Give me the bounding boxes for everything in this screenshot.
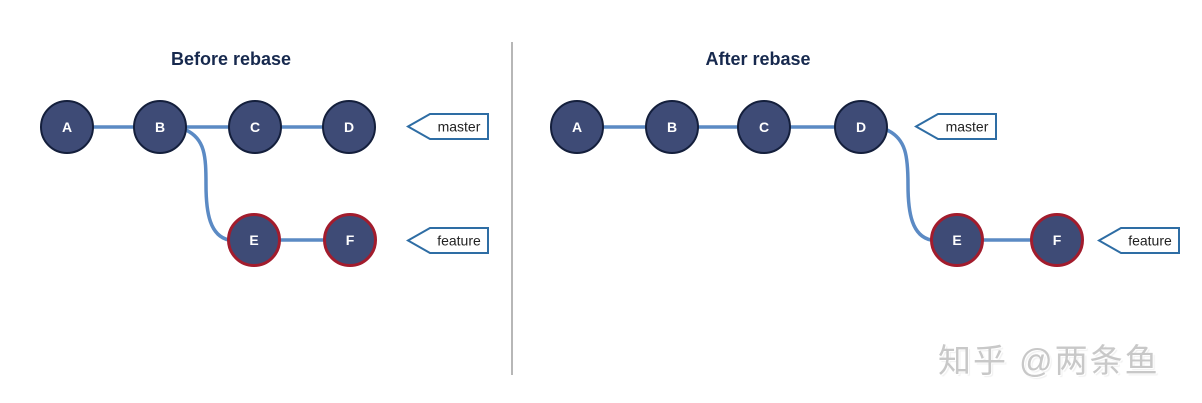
master-tag-label-after: master [946, 119, 989, 135]
commit-label-a-before: A [61, 119, 73, 135]
master-tag-label-before: master [438, 119, 481, 135]
commit-label-a-after: A [571, 119, 583, 135]
commit-node-f-before: F [323, 213, 377, 267]
commit-node-e-before: E [227, 213, 281, 267]
feature-tag-label-after: feature [1128, 233, 1172, 249]
commit-node-a-before: A [40, 100, 94, 154]
tag-arrow-shape [914, 113, 997, 140]
commit-node-b-before: B [133, 100, 187, 154]
commit-label-d-before: D [343, 119, 355, 135]
commit-node-f-after: F [1030, 213, 1084, 267]
tag-arrow-shape [406, 113, 489, 140]
before-rebase-title: Before rebase [170, 49, 292, 69]
tag-arrow-shape [406, 227, 489, 254]
commit-node-d-after: D [834, 100, 888, 154]
commit-node-b-after: B [645, 100, 699, 154]
commit-label-c-after: C [758, 119, 770, 135]
zhihu-watermark: 知乎 @两条鱼 [938, 342, 1160, 379]
commit-node-e-after: E [930, 213, 984, 267]
after-rebase-title: After rebase [705, 49, 811, 69]
commit-label-b-after: B [666, 119, 678, 135]
commit-label-d-after: D [855, 119, 867, 135]
commit-node-c-after: C [737, 100, 791, 154]
commit-label-c-before: C [249, 119, 261, 135]
commit-node-c-before: C [228, 100, 282, 154]
commit-label-f-before: F [345, 232, 355, 248]
master-branch-tag-before: master [406, 113, 489, 140]
tag-arrow-shape [1097, 227, 1180, 254]
master-branch-tag-after: master [914, 113, 997, 140]
edge-d-e-branch-after [885, 128, 933, 242]
commit-label-b-before: B [154, 119, 166, 135]
commit-label-e-before: E [249, 232, 259, 248]
edge-b-e-branch-before [184, 128, 231, 242]
feature-branch-tag-after: feature [1097, 227, 1180, 254]
feature-branch-tag-before: feature [406, 227, 489, 254]
commit-label-e-after: E [952, 232, 962, 248]
commit-node-a-after: A [550, 100, 604, 154]
feature-tag-label-before: feature [437, 233, 481, 249]
commit-label-f-after: F [1052, 232, 1062, 248]
panel-divider [511, 42, 513, 375]
commit-node-d-before: D [322, 100, 376, 154]
